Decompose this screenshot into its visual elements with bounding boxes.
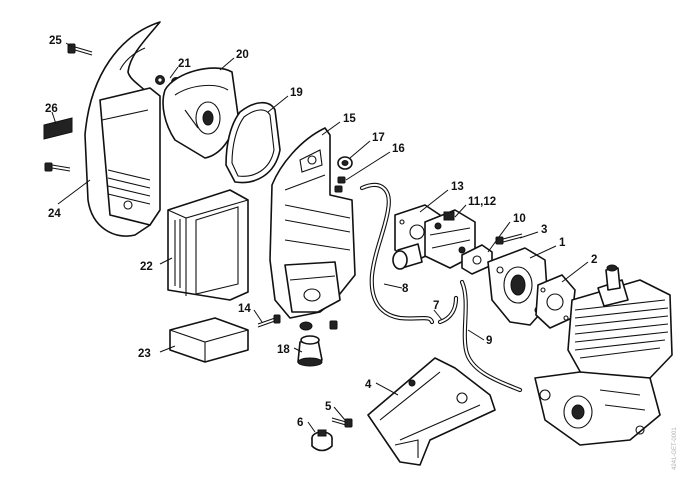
callout-5: 5 bbox=[325, 401, 332, 413]
prefilter-part-23 bbox=[169, 317, 249, 363]
callout-17: 17 bbox=[372, 132, 385, 144]
filter-cover-part-20 bbox=[162, 67, 239, 159]
callout-11-12: 11,12 bbox=[468, 196, 496, 208]
impulse-hose-part-9 bbox=[459, 279, 523, 393]
hose-elbow-part-7 bbox=[437, 295, 459, 325]
screw-part-24-fastener bbox=[44, 162, 71, 172]
callout-24: 24 bbox=[48, 208, 61, 220]
callout-25: 25 bbox=[49, 35, 62, 47]
callout-21: 21 bbox=[178, 58, 191, 70]
callout-19: 19 bbox=[290, 87, 303, 99]
screw-part-25 bbox=[67, 43, 93, 56]
label-part-26 bbox=[43, 117, 73, 140]
leader-lines bbox=[51, 42, 589, 433]
callout-14: 14 bbox=[238, 303, 251, 315]
grommet-part-17 bbox=[337, 156, 353, 170]
callout-26: 26 bbox=[45, 103, 58, 115]
screw-part-16 bbox=[334, 176, 346, 193]
callout-1: 1 bbox=[559, 237, 566, 249]
callout-9: 9 bbox=[486, 335, 492, 347]
gasket-part-19 bbox=[225, 101, 281, 184]
callout-6: 6 bbox=[297, 417, 303, 429]
switch-part-6 bbox=[311, 429, 333, 452]
callout-2: 2 bbox=[591, 254, 597, 266]
flange-gasket-part-2 bbox=[535, 274, 576, 329]
carburetor-part-11-12 bbox=[392, 209, 476, 270]
base-plate-part-4 bbox=[367, 357, 496, 466]
callout-8: 8 bbox=[402, 283, 409, 295]
callout-16: 16 bbox=[392, 143, 405, 155]
watermark-code: 4241-GET-0001 bbox=[672, 427, 678, 470]
callout-4: 4 bbox=[365, 379, 372, 391]
fuel-hose-part-8 bbox=[359, 182, 435, 325]
fitting-part-18-lower bbox=[299, 320, 338, 331]
callout-10: 10 bbox=[513, 213, 526, 225]
callout-7: 7 bbox=[433, 300, 439, 312]
callout-3: 3 bbox=[541, 224, 547, 236]
carburetor-box-part-15 bbox=[269, 127, 356, 319]
callout-20: 20 bbox=[236, 49, 249, 61]
engine-cylinder bbox=[534, 264, 673, 446]
shroud-part-24 bbox=[84, 21, 161, 237]
screw-part-14 bbox=[257, 314, 281, 328]
callout-13: 13 bbox=[451, 181, 464, 193]
callout-labels: 25 26 24 21 20 19 15 17 16 13 11,12 10 3… bbox=[45, 35, 597, 429]
callout-23: 23 bbox=[138, 348, 151, 360]
primer-bulb-part-18 bbox=[297, 335, 323, 367]
callout-18: 18 bbox=[277, 344, 290, 356]
callout-22: 22 bbox=[140, 261, 153, 273]
screw-part-5 bbox=[331, 417, 353, 428]
air-filter-part-22 bbox=[167, 189, 249, 301]
callout-15: 15 bbox=[343, 113, 356, 125]
